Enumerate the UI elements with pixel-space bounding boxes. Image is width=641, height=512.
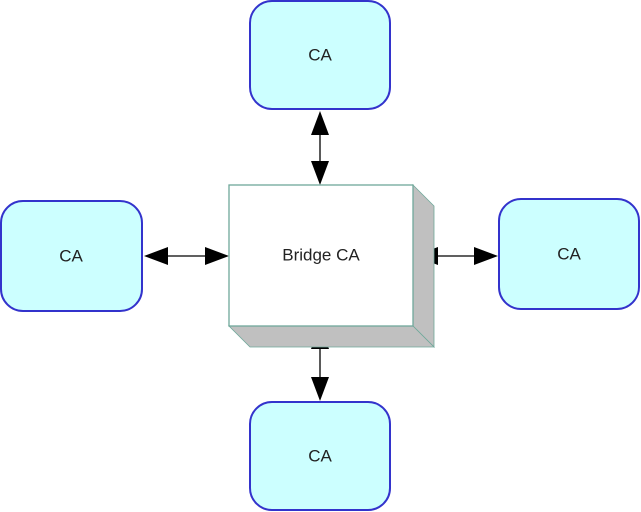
arrowhead-right-right: [474, 247, 498, 265]
ca-node-top: CA: [249, 0, 391, 110]
ca-node-bottom: CA: [249, 401, 391, 511]
ca-node-left-box: [0, 200, 143, 312]
arrowhead-top-up: [311, 111, 329, 135]
ca-node-top-label: CA: [308, 46, 332, 65]
arrowhead-top-down: [311, 161, 329, 185]
ca-node-left: CA: [0, 200, 143, 312]
bridge-ca-label: Bridge CA: [282, 246, 360, 265]
ca-node-right-label: CA: [557, 245, 581, 264]
arrowhead-left-right: [205, 247, 229, 265]
arrowhead-bottom-down: [311, 377, 329, 401]
ca-node-bottom-label: CA: [308, 447, 332, 466]
ca-node-bottom-box: [249, 401, 391, 511]
ca-node-right: CA: [498, 198, 640, 310]
arrowhead-left-left: [144, 247, 168, 265]
bridge-ca-side-shadow: [412, 184, 435, 348]
bridge-ca-bottom-shadow: [228, 325, 435, 348]
bridge-ca-face: [228, 184, 414, 327]
bridge-ca-node: Bridge CA: [228, 184, 435, 348]
ca-node-top-box: [249, 0, 391, 110]
ca-node-right-box: [498, 198, 640, 310]
ca-node-left-label: CA: [59, 247, 83, 266]
